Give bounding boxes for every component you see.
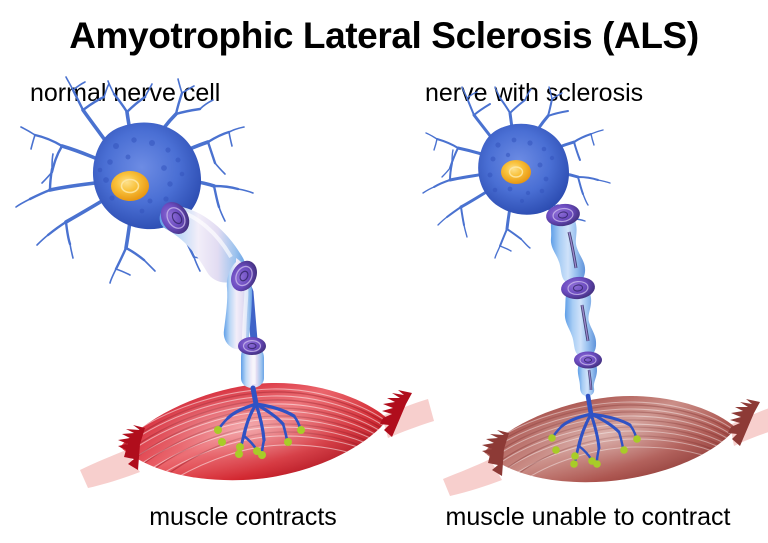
axon-terminal-branches-normal xyxy=(214,385,305,459)
soma-granules xyxy=(487,137,555,204)
atrophied-muscle-icon xyxy=(443,396,768,496)
node-of-ranvier xyxy=(546,203,580,227)
nucleus-icon xyxy=(111,171,149,201)
nucleus-icon xyxy=(501,160,531,184)
degenerated-axon-icon xyxy=(546,203,602,396)
motor-endplate-icon xyxy=(548,434,641,468)
axon-terminal-branches-sclerosis xyxy=(548,393,641,468)
node-of-ranvier xyxy=(231,260,257,292)
panel-normal: normal nerve cell xyxy=(15,76,434,531)
page-title: Amyotrophic Lateral Sclerosis (ALS) xyxy=(69,15,699,56)
panel-sclerosis-bottom-label: muscle unable to contract xyxy=(446,503,731,531)
panel-normal-bottom-label: muscle contracts xyxy=(149,503,337,531)
panel-sclerosis: nerve with sclerosis xyxy=(422,79,768,531)
myelinated-axon-icon xyxy=(159,202,266,388)
panel-normal-top-label: normal nerve cell xyxy=(30,79,220,107)
node-of-ranvier xyxy=(238,337,266,355)
node-of-ranvier xyxy=(561,276,595,300)
node-of-ranvier xyxy=(160,202,190,234)
contracted-muscle-icon xyxy=(80,382,434,488)
node-of-ranvier xyxy=(574,351,602,369)
soma-granules xyxy=(97,137,185,214)
panel-sclerosis-top-label: nerve with sclerosis xyxy=(425,79,643,107)
motor-endplate-icon xyxy=(214,426,305,459)
